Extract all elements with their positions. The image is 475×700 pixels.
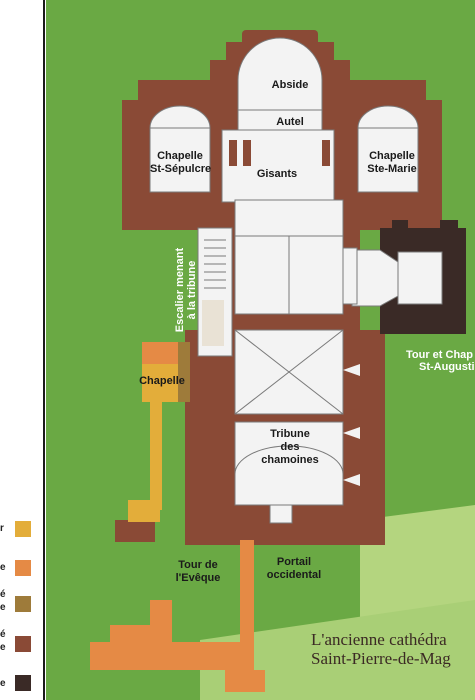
label-escalier-2: à la tribune — [186, 260, 198, 320]
label-tour-eveque-2: l'Evêque — [175, 572, 221, 584]
legend-letter-2: e — [0, 562, 6, 573]
chapelle-left — [128, 342, 190, 522]
legend-swatch-1 — [15, 521, 31, 537]
label-chapelle: Chapelle — [139, 375, 185, 387]
legend-letter-5: e — [0, 678, 6, 689]
escalier-block — [197, 227, 233, 357]
legend-letter-4a: é — [0, 629, 6, 640]
grass-light-area-lower — [200, 600, 475, 700]
title-line-1: L'ancienne cathédra — [311, 630, 447, 649]
label-tour-eveque-1: Tour de — [178, 559, 218, 571]
label-portail-1: Portail — [276, 556, 312, 568]
legend-letter-3a: é — [0, 589, 6, 600]
legend-swatch-3 — [15, 596, 31, 612]
label-chapelle-st-sepulcre-1: Chapelle — [157, 150, 203, 162]
legend-swatch-4 — [15, 636, 31, 652]
label-gisants: Gisants — [256, 168, 298, 180]
title-line-2: Saint-Pierre-de-Mag — [311, 649, 451, 668]
label-tribune-3: chamoines — [261, 454, 319, 466]
label-tribune-2: des — [280, 441, 300, 453]
tour-st-augustin-interior — [351, 249, 443, 307]
interior — [149, 37, 419, 524]
label-chapelle-ste-marie-2: Ste-Marie — [367, 163, 417, 175]
label-escalier-1: Escalier menant — [174, 247, 186, 333]
label-chapelle-ste-marie-1: Chapelle — [369, 150, 415, 162]
legend-letter-3b: e — [0, 602, 6, 613]
label-chapelle-st-sepulcre-2: St-Sépulcre — [150, 163, 212, 175]
label-tour-chapelle-1: Tour et Chap — [406, 349, 474, 361]
nave-windows — [343, 364, 360, 486]
label-tour-chapelle-2: St-Augusti — [419, 361, 475, 373]
legend-swatch-5 — [15, 675, 31, 691]
label-abside: Abside — [271, 79, 309, 91]
label-autel: Autel — [276, 116, 304, 128]
pillars — [229, 140, 330, 166]
transept-notches — [122, 80, 442, 100]
legend-swatch-2 — [15, 560, 31, 576]
tour-eveque — [90, 540, 265, 692]
label-portail-2: occidental — [266, 569, 322, 581]
legend-letter-1: r — [0, 523, 4, 534]
label-tribune-1: Tribune — [270, 428, 310, 440]
east-connector — [342, 247, 358, 305]
legend-letter-4b: e — [0, 642, 6, 653]
